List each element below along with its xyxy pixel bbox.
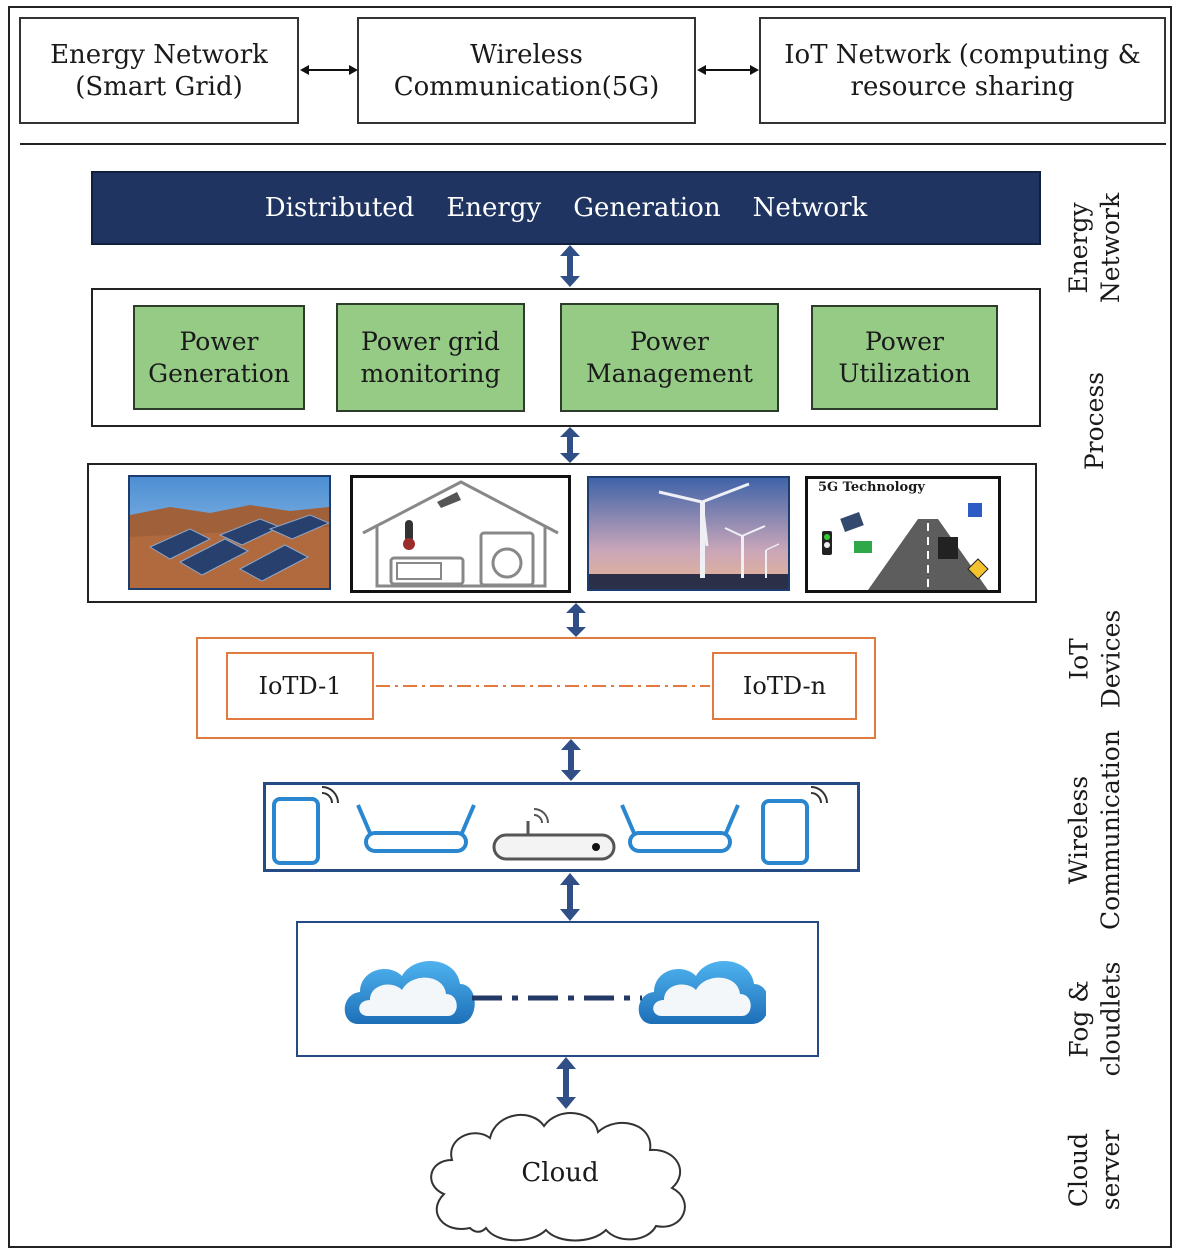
- fog-cloud-left: [344, 961, 475, 1024]
- double-arrow-1: [300, 65, 358, 75]
- double-arrow-2: [697, 65, 759, 75]
- wind-turbines-image: [587, 476, 790, 591]
- iotd-n-label: IoTD-n: [742, 672, 827, 700]
- vertical-arrow: [560, 245, 580, 287]
- vertical-arrow: [556, 1057, 576, 1109]
- wireless-communication-label: Wireless Communication(5G): [393, 39, 660, 102]
- solar-panels-image: [128, 475, 331, 590]
- side-label-fog-cloudlets: Fog & cloudlets: [1063, 961, 1125, 1077]
- energy-network-label: Energy Network (Smart Grid): [50, 39, 268, 102]
- fog-cloudlets-graphic: [344, 961, 766, 1024]
- iot-dashdot-line: [376, 685, 710, 687]
- vertical-arrow: [560, 427, 580, 463]
- banner-word: Energy: [446, 193, 542, 223]
- energy-network-box: Energy Network (Smart Grid): [19, 17, 299, 124]
- side-label-cloud-server: Cloud server: [1063, 1129, 1125, 1211]
- side-label-process: Process: [1080, 371, 1109, 471]
- side-label-energy-network: Energy Network: [1064, 192, 1125, 304]
- iot-devices-panel: [196, 637, 876, 739]
- smart-home-image: [350, 475, 571, 593]
- iotd-1-box: IoTD-1: [226, 652, 374, 720]
- iot-network-box: IoT Network (computing & resource sharin…: [759, 17, 1166, 124]
- power-generation-box: Power Generation: [133, 305, 305, 410]
- wireless-devices-graphic: [272, 786, 828, 865]
- 5g-technology-label: 5G Technology: [818, 480, 925, 495]
- process-label: Power Utilization: [838, 326, 971, 388]
- outer-frame: [8, 6, 1172, 1248]
- side-label-wireless-communication: Wireless Communication: [1064, 730, 1126, 930]
- iotd-n-box: IoTD-n: [712, 652, 857, 720]
- side-label-iot-devices: IoT Devices: [1064, 609, 1125, 709]
- divider: [20, 143, 1166, 145]
- banner-word: Generation: [573, 193, 721, 223]
- vertical-arrow: [560, 873, 580, 921]
- power-utilization-box: Power Utilization: [811, 305, 998, 410]
- 5g-technology-image: 5G Technology: [805, 476, 1001, 593]
- iotd-1-label: IoTD-1: [258, 672, 342, 700]
- fog-cloud-right: [638, 961, 766, 1024]
- wireless-communication-box: Wireless Communication(5G): [357, 17, 696, 124]
- power-grid-monitoring-box: Power grid monitoring: [336, 303, 525, 412]
- process-label: Power grid monitoring: [360, 326, 501, 388]
- cloud-label: Cloud: [521, 1158, 599, 1188]
- iot-network-label: IoT Network (computing & resource sharin…: [784, 39, 1141, 102]
- process-label: Power Management: [586, 326, 753, 388]
- distributed-energy-banner: Distributed Energy Generation Network: [91, 171, 1041, 245]
- banner-word: Network: [752, 193, 868, 223]
- banner-word: Distributed: [264, 193, 415, 223]
- vertical-arrow: [566, 603, 586, 637]
- cloud-server-shape: [430, 1112, 686, 1242]
- power-management-box: Power Management: [560, 303, 779, 412]
- vertical-arrow: [561, 739, 581, 781]
- process-label: Power Generation: [148, 326, 290, 388]
